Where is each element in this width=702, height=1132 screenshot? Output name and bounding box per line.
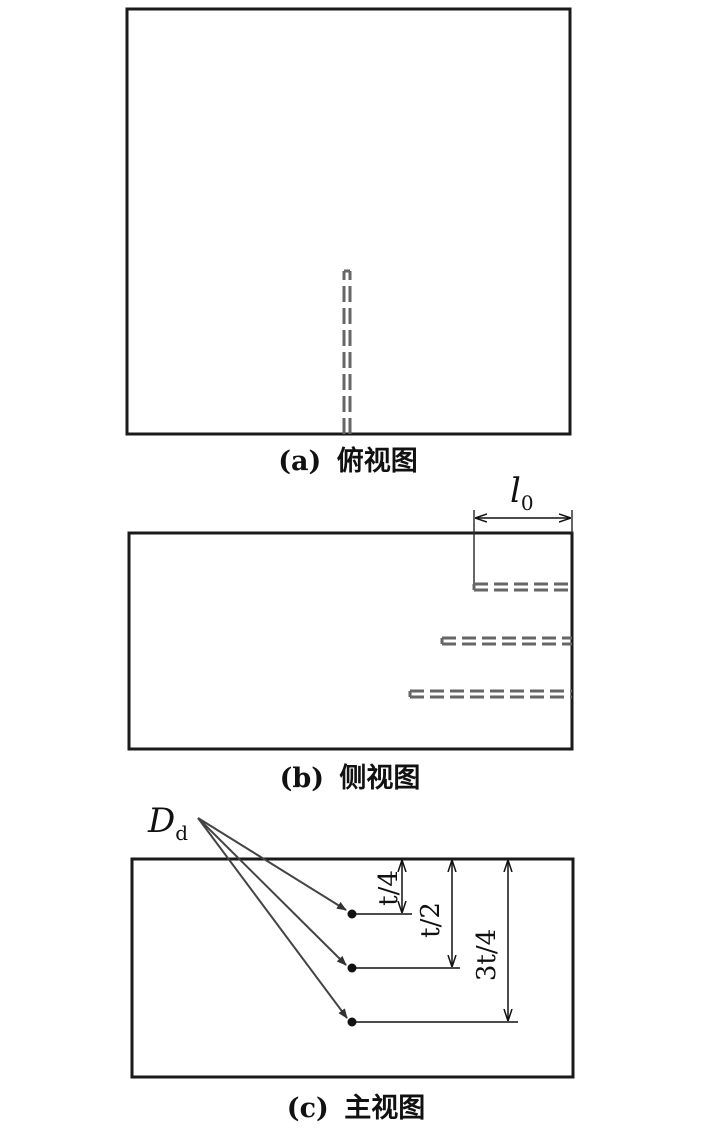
side-view: l0 (b) 侧视图 — [127, 471, 574, 794]
depth-label-quarter: t/4 — [374, 870, 404, 906]
depth-label-three-quarter: 3t/4 — [472, 929, 502, 981]
side-view-defects — [408, 582, 572, 699]
front-view: Dd t/4 t/2 3t/4 ( — [130, 801, 575, 1124]
caption-b: (b) 侧视图 — [280, 763, 421, 794]
side-defect-deep — [408, 689, 572, 699]
caption-c: (c) 主视图 — [287, 1093, 425, 1124]
top-view: (a) 俯视图 — [125, 7, 572, 477]
depth-dimensions — [402, 861, 508, 1020]
top-view-defect — [342, 269, 352, 434]
side-defect-shallow — [472, 582, 572, 592]
front-view-outline — [130, 857, 575, 1079]
dimension-l0-label: l0 — [510, 471, 534, 515]
defect-diameter-label: Dd — [147, 801, 188, 845]
depth-extension-lines — [352, 913, 518, 1023]
side-view-outline — [127, 531, 574, 751]
side-defect-middle — [440, 636, 572, 646]
defect-leaders — [197, 817, 348, 1019]
depth-label-half: t/2 — [416, 902, 446, 938]
caption-a: (a) 俯视图 — [278, 445, 417, 477]
dimension-l0: l0 — [473, 471, 573, 588]
top-view-outline — [125, 7, 572, 436]
